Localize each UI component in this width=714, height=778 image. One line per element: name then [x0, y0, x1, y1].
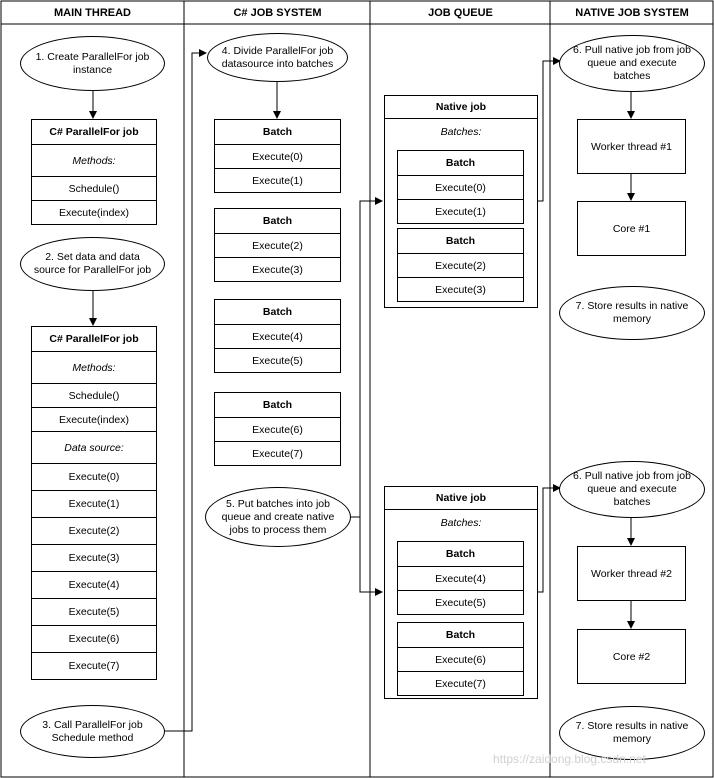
- step7-text: 7. Store results in native memory: [575, 300, 689, 325]
- arrow-native-job-2-to-step6: [538, 484, 561, 593]
- step7-text: 7. Store results in native memory: [575, 720, 689, 745]
- batch-title: Batch: [262, 215, 293, 227]
- datasource-item: Execute(6): [32, 625, 156, 652]
- batch-title: Batch: [445, 235, 476, 247]
- arrow-native-job-1-to-step6: [538, 57, 561, 202]
- csharp-batch: Batch Execute(0) Execute(1): [214, 119, 341, 193]
- parallelfor-job-box-2: C# ParallelFor job Methods: Schedule() E…: [31, 326, 157, 680]
- header-job-queue: JOB QUEUE: [428, 7, 493, 19]
- datasource-item: Execute(1): [32, 490, 156, 517]
- step1-oval: 1. Create ParallelFor job instance: [20, 36, 165, 91]
- batch-item: Execute(2): [215, 233, 340, 257]
- batch-item: Execute(5): [398, 590, 523, 614]
- batch-item: Execute(5): [215, 348, 340, 372]
- csharp-batch: Batch Execute(2) Execute(3): [214, 208, 341, 282]
- box2-title: C# ParallelFor job: [49, 333, 139, 345]
- arrow-step3-to-step4: [165, 49, 207, 732]
- arrow-step5-to-native-job-1: [350, 197, 383, 518]
- batch-item: Execute(0): [215, 144, 340, 168]
- batch-item: Execute(1): [398, 199, 523, 223]
- batch-title: Batch: [445, 548, 476, 560]
- native-job-title: Native job: [385, 96, 537, 119]
- step3-text: 3. Call ParallelFor job Schedule method: [42, 718, 143, 744]
- header-csharp-job-system: C# JOB SYSTEM: [233, 7, 322, 19]
- parallelfor-job-box-1: C# ParallelFor job Methods: Schedule() E…: [31, 119, 157, 225]
- batch-item: Execute(3): [398, 277, 523, 301]
- native-job-batches-label: Batches:: [440, 126, 482, 138]
- arrow-step5-to-native-job-2: [359, 517, 383, 596]
- batch-title: Batch: [445, 629, 476, 641]
- worker-thread-label: Worker thread #2: [591, 567, 672, 580]
- cpu-core: Core #2: [577, 629, 686, 684]
- box1-method-schedule: Schedule(): [32, 176, 156, 200]
- box1-method-execute: Execute(index): [32, 200, 156, 224]
- step7-oval: 7. Store results in native memory: [559, 286, 705, 340]
- batch-item: Execute(3): [215, 257, 340, 281]
- csharp-batch: Batch Execute(4) Execute(5): [214, 299, 341, 373]
- step6-text: 6. Pull native job from job queue and ex…: [573, 470, 691, 508]
- queue-batch: Batch Execute(0) Execute(1): [397, 150, 524, 224]
- datasource-item: Execute(2): [32, 517, 156, 544]
- worker-thread: Worker thread #2: [577, 546, 686, 601]
- step7-oval: 7. Store results in native memory: [559, 706, 705, 760]
- step6-text: 6. Pull native job from job queue and ex…: [573, 44, 691, 82]
- cpu-core: Core #1: [577, 201, 686, 256]
- step6-oval: 6. Pull native job from job queue and ex…: [559, 461, 705, 518]
- batch-item: Execute(6): [215, 417, 340, 441]
- datasource-item: Execute(4): [32, 571, 156, 598]
- step6-oval: 6. Pull native job from job queue and ex…: [559, 35, 705, 92]
- worker-thread-label: Worker thread #1: [591, 140, 672, 153]
- batch-title: Batch: [262, 399, 293, 411]
- batch-item: Execute(6): [398, 647, 523, 671]
- box2-datasource-label: Data source:: [32, 431, 156, 463]
- datasource-item: Execute(5): [32, 598, 156, 625]
- batch-item: Execute(4): [398, 566, 523, 590]
- box2-methods-label: Methods:: [32, 351, 156, 383]
- step5-text: 5. Put batches into job queue and create…: [221, 497, 335, 536]
- batch-item: Execute(2): [398, 253, 523, 277]
- step2-text: 2. Set data and data source for Parallel…: [33, 251, 152, 276]
- native-job-title: Native job: [385, 487, 537, 510]
- box2-method-execute: Execute(index): [32, 407, 156, 431]
- datasource-item: Execute(7): [32, 652, 156, 679]
- watermark: https://zaidong.blog.csdn.net: [493, 752, 646, 766]
- native-job-batches-label: Batches:: [440, 517, 482, 529]
- batch-item: Execute(7): [215, 441, 340, 465]
- batch-title: Batch: [445, 157, 476, 169]
- cpu-core-label: Core #1: [612, 222, 651, 235]
- batch-item: Execute(0): [398, 175, 523, 199]
- batch-item: Execute(1): [215, 168, 340, 192]
- header-native-job-system: NATIVE JOB SYSTEM: [575, 7, 689, 19]
- queue-batch: Batch Execute(6) Execute(7): [397, 622, 524, 696]
- cpu-core-label: Core #2: [612, 650, 651, 663]
- batch-title: Batch: [262, 126, 293, 138]
- box1-methods-label: Methods:: [32, 144, 156, 176]
- step5-oval: 5. Put batches into job queue and create…: [205, 487, 351, 547]
- step4-oval: 4. Divide ParallelFor job datasource int…: [207, 33, 348, 82]
- box2-method-schedule: Schedule(): [32, 383, 156, 407]
- step3-oval: 3. Call ParallelFor job Schedule method: [20, 705, 165, 758]
- worker-thread: Worker thread #1: [577, 119, 686, 174]
- batch-title: Batch: [262, 306, 293, 318]
- csharp-batch: Batch Execute(6) Execute(7): [214, 392, 341, 466]
- box1-title: C# ParallelFor job: [49, 126, 139, 138]
- queue-batch: Batch Execute(2) Execute(3): [397, 228, 524, 302]
- batch-item: Execute(4): [215, 324, 340, 348]
- datasource-item: Execute(0): [32, 463, 156, 490]
- datasource-item: Execute(3): [32, 544, 156, 571]
- batch-item: Execute(7): [398, 671, 523, 695]
- step2-oval: 2. Set data and data source for Parallel…: [20, 237, 165, 291]
- queue-batch: Batch Execute(4) Execute(5): [397, 541, 524, 615]
- header-main-thread: MAIN THREAD: [54, 7, 131, 19]
- step1-text: 1. Create ParallelFor job instance: [35, 50, 150, 76]
- step4-text: 4. Divide ParallelFor job datasource int…: [221, 44, 334, 70]
